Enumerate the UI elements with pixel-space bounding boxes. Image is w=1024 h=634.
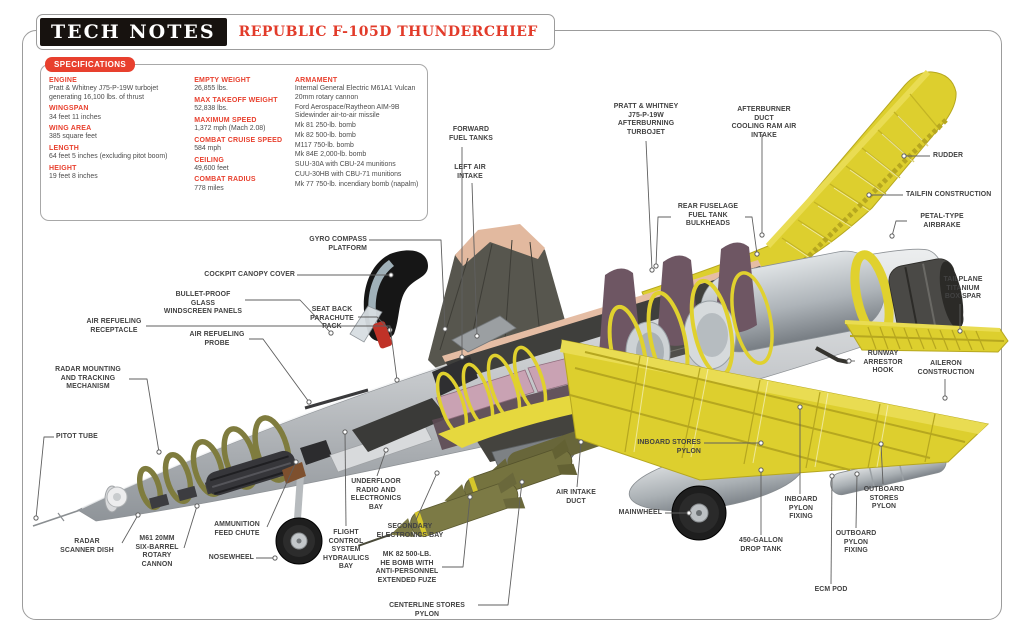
left-air-intake-lip <box>451 315 517 353</box>
ammo-chute <box>300 440 332 465</box>
spec-label: CEILING <box>194 156 224 164</box>
bomb-mk82 <box>357 472 526 547</box>
spec-value: 52,838 lbs. <box>194 105 228 113</box>
nose-landing-gear <box>275 462 323 565</box>
spec-label: HEIGHT <box>49 164 77 172</box>
near-wing <box>438 339 990 481</box>
spec-label: COMBAT RADIUS <box>194 176 256 184</box>
spec-value: Ford Aerospace/Raytheon AIM-9B Sidewinde… <box>294 103 400 119</box>
spec-value: 385 square feet <box>49 133 97 141</box>
specifications-tab: SPECIFICATIONS <box>45 57 136 72</box>
spec-label: MAX TAKEOFF WEIGHT <box>194 96 278 104</box>
spec-value: Mk 77 750-lb. incendiary bomb (napalm) <box>294 181 419 189</box>
spec-value: Mk 84E 2,000-lb. bomb <box>294 151 367 159</box>
spec-label: ARMAMENT <box>294 77 338 84</box>
spec-value: Internal General Electric M61A1 Vulcan 2… <box>294 85 416 101</box>
spec-value: 64 feet 5 inches (excluding pitot boom) <box>49 153 168 161</box>
spec-label: EMPTY WEIGHT <box>194 77 251 84</box>
arrestor-hook <box>815 346 849 364</box>
spec-value: M117 750-lb. bomb <box>294 141 354 149</box>
tech-notes-badge: TECH NOTES <box>40 18 227 46</box>
spec-label: ENGINE <box>49 77 78 84</box>
spec-value: Mk 82 500-lb. bomb <box>294 131 356 139</box>
page-title: REPUBLIC F-105D THUNDERCHIEF <box>238 24 538 40</box>
spec-value: SUU-30A with CBU-24 munitions <box>294 161 396 169</box>
spec-label: LENGTH <box>49 144 79 152</box>
spec-value: Mk 81 250-lb. bomb <box>294 121 356 129</box>
spec-value: 49,600 feet <box>194 164 229 172</box>
spec-value: 26,855 lbs. <box>194 85 228 93</box>
spec-label: WING AREA <box>49 125 92 133</box>
tail-fin <box>641 69 957 303</box>
spec-value: 1,372 mph (Mach 2.08) <box>194 125 266 133</box>
spec-label: WINGSPAN <box>49 105 89 113</box>
header-box: TECH NOTES REPUBLIC F-105D THUNDERCHIEF <box>36 14 555 50</box>
spec-label: COMBAT CRUISE SPEED <box>194 136 283 144</box>
spec-value: 778 miles <box>194 184 224 192</box>
spec-label: MAXIMUM SPEED <box>194 116 257 124</box>
spec-value: CUU-30HB with CBU-71 munitions <box>294 171 402 179</box>
spec-value: 19 feet 8 inches <box>49 173 98 181</box>
cockpit-tub <box>352 398 448 452</box>
refueling-probe <box>304 388 369 410</box>
tailplane <box>844 320 1009 353</box>
spec-value: 34 feet 11 inches <box>49 113 101 121</box>
spec-value: 584 mph <box>194 145 222 153</box>
spec-value: Pratt & Whitney J75-P-19W turbojet gener… <box>49 85 159 101</box>
